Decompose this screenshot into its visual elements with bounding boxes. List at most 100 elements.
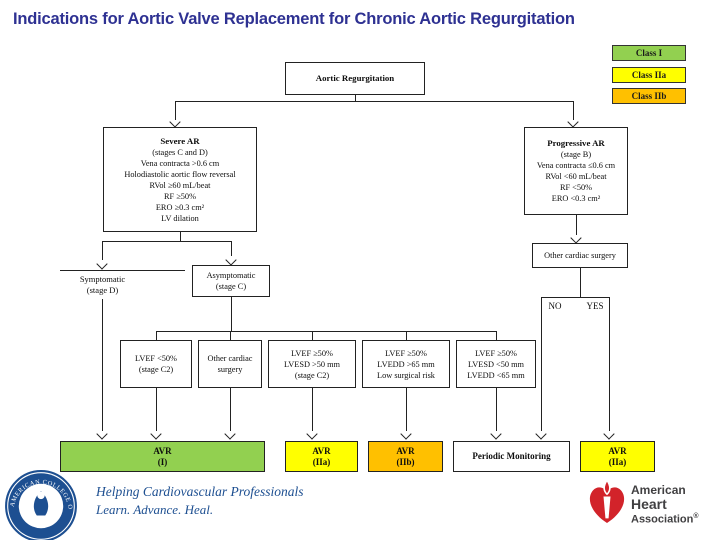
flow-line — [231, 241, 232, 256]
criterion-text: Vena contracta ≤0.6 cm — [536, 161, 616, 170]
acc-tagline-line1: Helping Cardiovascular Professionals — [96, 484, 304, 499]
node-label: Symptomatic — [79, 274, 126, 284]
outcome-label: (IIa) — [608, 456, 627, 467]
flow-line — [312, 331, 313, 340]
flow-line — [541, 297, 609, 298]
criterion-text: (stage C2) — [294, 370, 330, 380]
node-normal-dimensions: LVEF ≥50% LVESD <50 mm LVEDD <65 mm — [456, 340, 536, 388]
flow-line — [102, 299, 103, 431]
criterion-text: Holodiastolic aortic flow reversal — [124, 169, 236, 179]
node-heading: Progressive AR — [547, 138, 605, 148]
outcome-label: (I) — [157, 456, 168, 467]
node-lvef-below-50: LVEF <50% (stage C2) — [120, 340, 192, 388]
aha-name-line1: American — [631, 483, 686, 497]
node-lvesd-above-50: LVEF ≥50% LVESD >50 mm (stage C2) — [268, 340, 356, 388]
outcome-avr-class-i: AVR (I) — [60, 441, 265, 472]
node-symptomatic: Symptomatic (stage D) — [60, 274, 145, 296]
flow-line — [580, 268, 581, 297]
aha-wordmark: American Heart Association® — [631, 484, 699, 526]
node-label: (stage C) — [215, 282, 247, 291]
criterion-text: ERO <0.3 cm² — [551, 194, 601, 203]
registered-mark: ® — [693, 513, 699, 520]
flow-line — [609, 297, 610, 431]
criterion-text: RVol <60 mL/beat — [545, 172, 607, 181]
outcome-label: (IIb) — [396, 456, 415, 467]
arrowhead-icon — [225, 254, 237, 266]
criterion-text: LVEF ≥50% — [291, 348, 333, 358]
criterion-text: ERO ≥0.3 cm² — [155, 202, 205, 212]
criterion-text: LVEF ≥50% — [475, 348, 517, 358]
branch-label-no: NO — [548, 301, 562, 311]
flow-line — [180, 232, 181, 241]
arrowhead-icon — [400, 428, 412, 440]
criterion-text: (stage B) — [560, 150, 592, 159]
arrowhead-icon — [567, 116, 579, 128]
flow-line — [156, 388, 157, 431]
criterion-text: LVESD <50 mm — [467, 359, 524, 369]
criterion-text: RF ≥50% — [164, 191, 196, 201]
criterion-text: LVEDD >65 mm — [377, 359, 435, 369]
acc-logo-seal-icon: AMERICAN COLLEGE OF CARDIOLOGY — [4, 469, 77, 540]
node-lvedd-above-65: LVEF ≥50% LVEDD >65 mm Low surgical risk — [362, 340, 450, 388]
aha-heart-torch-icon — [589, 478, 625, 523]
outcome-label: AVR — [153, 445, 172, 456]
outcome-avr-class-iib: AVR (IIb) — [368, 441, 443, 472]
node-heading: Severe AR — [160, 135, 200, 146]
node-label: Aortic Regurgitation — [315, 73, 395, 83]
criterion-text: Low surgical risk — [377, 370, 435, 380]
legend-class-iib: Class IIb — [612, 88, 686, 104]
arrowhead-icon — [150, 428, 162, 440]
arrowhead-icon — [603, 428, 615, 440]
criterion-text: (stage C2) — [138, 365, 174, 374]
arrowhead-icon — [96, 258, 108, 270]
flow-line — [156, 331, 157, 340]
page-title: Indications for Aortic Valve Replacement… — [13, 10, 575, 28]
flow-line — [156, 331, 496, 332]
criterion-text: LV dilation — [161, 213, 199, 223]
outcome-avr-class-iia-right: AVR (IIa) — [580, 441, 655, 472]
criterion-text: LVEF ≥50% — [385, 348, 427, 358]
outcome-label: AVR — [396, 445, 415, 456]
arrowhead-icon — [535, 428, 547, 440]
criterion-text: Vena contracta >0.6 cm — [140, 158, 220, 168]
flow-line — [355, 95, 356, 101]
arrowhead-icon — [96, 428, 108, 440]
flow-line — [406, 388, 407, 431]
outcome-avr-class-iia-left: AVR (IIa) — [285, 441, 358, 472]
arrowhead-icon — [490, 428, 502, 440]
flow-line — [231, 297, 232, 331]
node-other-cardiac-surgery-right: Other cardiac surgery — [532, 243, 628, 268]
node-label: (stage D) — [86, 285, 119, 295]
flow-line — [102, 241, 231, 242]
flow-line — [541, 297, 542, 431]
flow-line — [102, 241, 103, 260]
criterion-text: LVESD >50 mm — [283, 359, 340, 369]
node-asymptomatic: Asymptomatic (stage C) — [192, 265, 270, 297]
acc-tagline-line2: Learn. Advance. Heal. — [96, 502, 214, 517]
aha-name-line2: Heart — [631, 496, 667, 512]
flow-line — [496, 388, 497, 431]
arrowhead-icon — [224, 428, 236, 440]
flow-line — [230, 388, 231, 431]
node-severe-ar: Severe AR (stages C and D) Vena contract… — [103, 127, 257, 232]
criterion-text: Other cardiac — [207, 354, 253, 363]
flow-line — [576, 215, 577, 235]
outcome-label: Periodic Monitoring — [472, 451, 551, 461]
flow-line — [406, 331, 407, 340]
node-progressive-ar: Progressive AR (stage B) Vena contracta … — [524, 127, 628, 215]
node-label: Asymptomatic — [206, 271, 256, 280]
criterion-text: LVEDD <65 mm — [467, 370, 525, 380]
flow-line — [312, 388, 313, 431]
criterion-text: RVol ≥60 mL/beat — [149, 180, 211, 190]
branch-label-yes: YES — [586, 301, 604, 311]
outcome-label: AVR — [608, 445, 627, 456]
flow-line — [175, 101, 176, 120]
criterion-text: RF <50% — [559, 183, 593, 192]
aha-name-line3: Association® — [631, 513, 699, 526]
criterion-text: surgery — [217, 365, 243, 374]
arrowhead-icon — [306, 428, 318, 440]
flow-line — [230, 331, 231, 340]
flow-line — [573, 101, 574, 120]
outcome-periodic-monitoring: Periodic Monitoring — [453, 441, 570, 472]
